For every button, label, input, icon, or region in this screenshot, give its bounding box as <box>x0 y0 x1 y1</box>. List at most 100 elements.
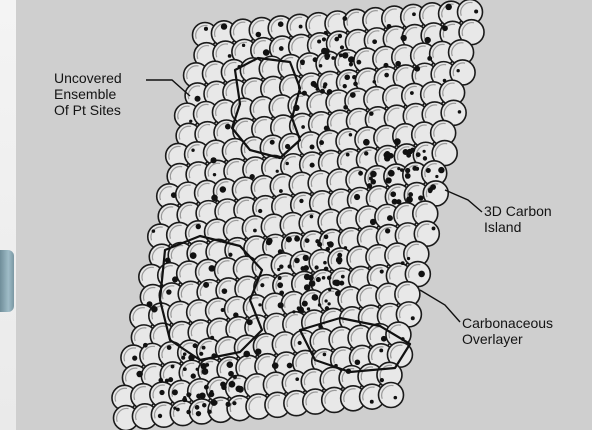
carbon-dot <box>346 153 350 157</box>
carbon-dot <box>358 171 363 176</box>
carbon-dot <box>304 284 310 290</box>
carbon-dot <box>152 229 156 233</box>
carbon-dot <box>380 378 384 382</box>
carbon-dot <box>401 261 405 265</box>
carbon-dot <box>318 303 321 306</box>
carbon-dot <box>316 277 321 282</box>
carbon-dot <box>315 239 319 243</box>
carbon-dot <box>327 302 330 305</box>
carbon-dot <box>394 138 401 145</box>
carbon-dot <box>341 275 345 279</box>
carbon-dot <box>233 312 238 317</box>
carbon-dot <box>195 96 201 102</box>
carbon-dot <box>314 265 318 269</box>
carbon-dot <box>294 258 300 264</box>
carbon-dot <box>405 173 411 179</box>
carbon-dot <box>278 276 282 280</box>
carbon-dot <box>328 288 331 291</box>
carbon-dot <box>310 163 315 168</box>
carbon-dot <box>324 53 330 59</box>
carbon-dot <box>210 390 214 394</box>
carbon-dot <box>171 192 177 198</box>
carbon-dot <box>209 265 216 272</box>
carbon-dot <box>423 150 426 153</box>
carbon-dot <box>193 343 198 348</box>
carbon-dot <box>408 192 413 197</box>
carbon-dot <box>250 174 255 179</box>
carbon-dot <box>456 69 459 72</box>
carbon-dot <box>355 359 361 365</box>
carbon-dot <box>222 288 228 294</box>
carbon-dot <box>173 407 176 410</box>
carbon-dot <box>354 194 360 200</box>
carbon-dot <box>147 301 153 307</box>
carbon-dot <box>143 343 148 348</box>
carbon-dot <box>385 177 391 183</box>
carbon-dot <box>317 39 321 43</box>
carbon-dot <box>316 87 319 90</box>
carbon-dot <box>416 152 421 157</box>
carbon-dot <box>304 274 310 280</box>
carbon-dot <box>159 390 164 395</box>
carbon-dot <box>258 209 262 213</box>
carbon-dot <box>384 151 390 157</box>
carbon-dot <box>299 25 303 29</box>
carbon-dot <box>255 348 261 354</box>
carbon-dot <box>228 253 232 257</box>
carbon-dot <box>226 402 231 407</box>
carbon-dot <box>331 56 335 60</box>
carbon-dot <box>412 12 416 16</box>
carbon-dot <box>207 409 212 414</box>
carbon-dot <box>336 257 343 264</box>
carbon-dot <box>323 353 327 357</box>
carbon-dot <box>342 52 348 58</box>
carbon-dot <box>400 35 406 41</box>
carbon-dot <box>310 145 315 150</box>
carbon-dot <box>344 74 350 80</box>
carbon-dot <box>199 392 206 399</box>
carbon-dot <box>189 120 192 123</box>
carbon-dot <box>158 414 162 418</box>
carbon-dot <box>412 166 417 171</box>
carbon-dot <box>392 199 398 205</box>
carbon-dot <box>387 215 393 221</box>
carbon-dot <box>397 167 400 170</box>
carbon-dot <box>430 184 436 190</box>
carbon-dot <box>172 276 178 282</box>
carbon-dot <box>410 91 414 95</box>
carbon-dot <box>363 139 370 146</box>
carbon-dot <box>407 149 413 155</box>
carbon-dot <box>307 307 310 310</box>
carbon-dot <box>324 299 327 302</box>
carbon-dot <box>372 80 376 84</box>
label-line: Uncovered <box>54 70 122 86</box>
carbon-dot <box>445 4 452 11</box>
carbon-dot <box>340 45 344 49</box>
carbon-dot <box>210 157 216 163</box>
carbon-dot <box>203 282 209 288</box>
carbon-dot <box>327 241 333 247</box>
carbon-dot <box>350 92 356 98</box>
carbon-dot <box>322 37 326 41</box>
carbon-dot <box>166 289 171 294</box>
carbon-dot <box>297 306 301 310</box>
carbon-dot <box>183 352 187 356</box>
carbon-dot <box>221 308 225 312</box>
label-carbonaceous-overlayer: Carbonaceous Overlayer <box>462 315 553 347</box>
carbon-dot <box>183 367 187 371</box>
carbon-dot <box>367 183 372 188</box>
carbon-dot <box>181 356 185 360</box>
carbon-dot <box>258 303 261 306</box>
carbon-dot <box>196 224 201 229</box>
carbon-dot <box>247 319 253 325</box>
carbon-dot <box>202 403 206 407</box>
carbon-dot <box>348 56 355 63</box>
label-line: Of Pt Sites <box>54 102 122 118</box>
carbon-dot <box>352 75 356 79</box>
carbon-dot <box>301 61 305 65</box>
leader-uncovered <box>146 80 190 96</box>
carbon-dot <box>176 408 180 412</box>
carbon-dot <box>202 368 209 375</box>
carbon-dot <box>172 389 178 395</box>
carbon-dot <box>339 53 343 57</box>
